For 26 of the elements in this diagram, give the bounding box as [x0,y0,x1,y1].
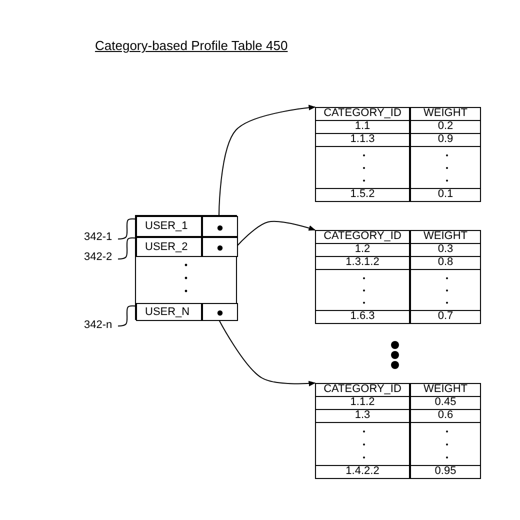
pointer-cell [202,216,238,237]
table-cell: 0.1 [410,188,481,202]
user-cell: USER_2 [136,237,202,257]
table-cell: 1.4.2.2 [315,465,410,479]
table-cell: 0.7 [410,310,481,324]
pointer-cell [202,237,238,257]
user-table [135,215,237,320]
arrow [218,104,316,216]
table-cell: 1.5.2 [315,188,410,202]
reference-label: 342-1 [84,230,120,244]
leader-line [118,237,136,260]
leader-line [118,218,136,240]
table-cell: 0.95 [410,465,481,479]
arrow [236,220,316,246]
reference-label: 342-2 [84,250,120,264]
leader-line [118,305,136,326]
user-cell: USER_1 [136,216,202,237]
title: Category-based Profile Table 450 [95,38,288,53]
profile-table [315,383,481,478]
profile-table [315,230,481,323]
profile-table [315,107,481,201]
reference-label: 342-n [84,318,120,332]
arrow [218,320,316,386]
pointer-cell [202,303,238,321]
user-cell: USER_N [136,303,202,321]
table-cell: 1.6.3 [315,310,410,324]
